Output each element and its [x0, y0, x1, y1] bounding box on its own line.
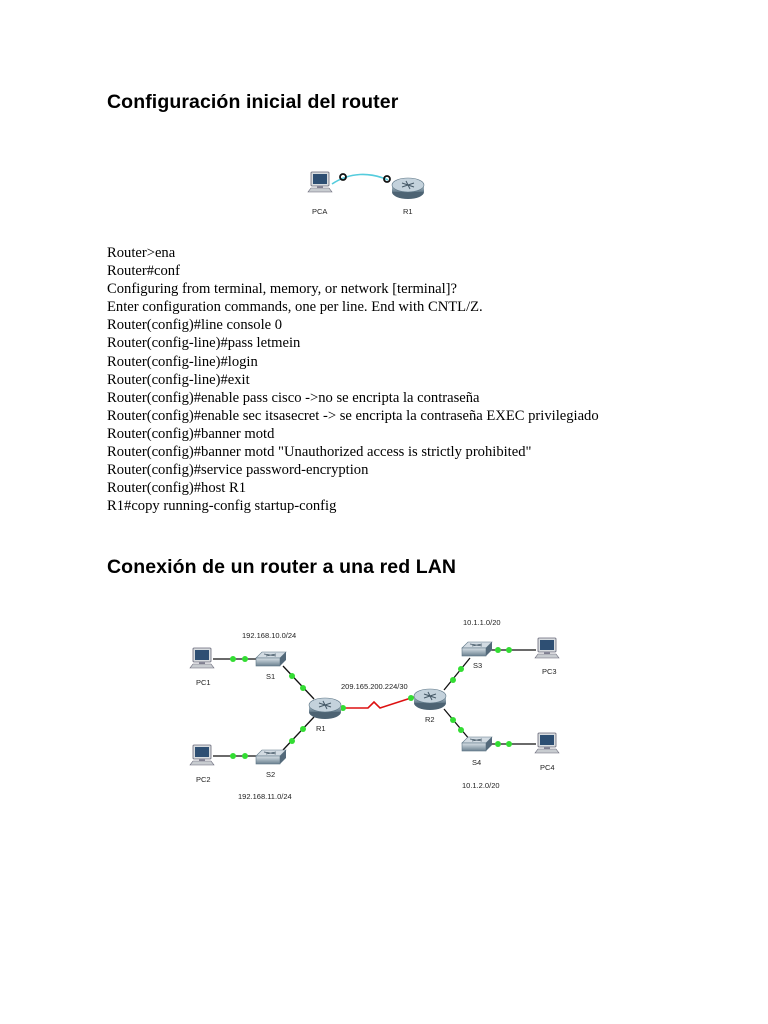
switch-icon-s3: [461, 641, 493, 657]
command-line: Configuring from terminal, memory, or ne…: [107, 281, 458, 298]
pc-icon-pc4: [534, 732, 560, 754]
command-line: Router(config)#service password-encrypti…: [107, 462, 369, 479]
label-s3: S3: [473, 661, 482, 670]
router-icon-r1: [308, 697, 342, 720]
pc-icon-pc1: [189, 647, 215, 669]
switch-icon-s4: [461, 736, 493, 752]
switch-icon-s2: [255, 749, 287, 765]
label-s2: S2: [266, 770, 275, 779]
command-line: Router(config-line)#login: [107, 353, 258, 370]
wan-link: [340, 696, 415, 709]
label-r1: R1: [403, 207, 413, 216]
command-line: Router>ena: [107, 245, 176, 261]
command-listing: Router>ena Router#conf Configuring from …: [107, 244, 599, 515]
command-line: Router(config-line)#pass letmein: [107, 335, 301, 352]
section-title-initial-config: Configuración inicial del router: [107, 91, 399, 113]
router-icon-r2: [413, 688, 447, 711]
link-endpoint-dot: [339, 173, 347, 181]
label-net-s1: 192.168.10.0/24: [242, 631, 296, 640]
command-line: Router#conf: [107, 263, 180, 280]
label-pc3: PC3: [542, 667, 557, 676]
command-line: Router(config)#enable pass cisco ->no se…: [107, 389, 480, 406]
label-pc1: PC1: [196, 678, 211, 687]
section-title-lan-connection: Conexión de un router a una red LAN: [107, 556, 457, 578]
pc-icon-pc2: [189, 744, 215, 766]
command-line: Router(config)#enable sec itsasecret -> …: [107, 407, 599, 424]
label-r2: R2: [425, 715, 435, 724]
command-line: R1#copy running-config startup-config: [107, 498, 337, 515]
command-line: Router(config)#banner motd: [107, 425, 275, 442]
switch-icon-s1: [255, 651, 287, 667]
label-pca: PCA: [312, 207, 327, 216]
label-net-s3: 10.1.1.0/20: [463, 618, 501, 627]
label-net-s4: 10.1.2.0/20: [462, 781, 500, 790]
command-line: Router(config)#banner motd "Unauthorized…: [107, 444, 532, 461]
label-s4: S4: [472, 758, 481, 767]
label-net-wan: 209.165.200.224/30: [341, 682, 408, 691]
label-net-s2: 192.168.11.0/24: [238, 792, 292, 801]
pc-icon-pc3: [534, 637, 560, 659]
command-line: Router(config-line)#exit: [107, 371, 250, 388]
label-s1: S1: [266, 672, 275, 681]
router-icon-r1: [391, 177, 425, 200]
link-status-dots: [230, 647, 512, 759]
command-line: Router(config)#line console 0: [107, 317, 283, 334]
command-line: Enter configuration commands, one per li…: [107, 299, 483, 316]
pc-icon-pca: [307, 171, 333, 193]
label-pc4: PC4: [540, 763, 555, 772]
label-pc2: PC2: [196, 775, 211, 784]
diagram-lan-topology: PC1 PC2 PC3 PC4 S1 S2 S3 S4 R1 R2 192.16…: [189, 618, 560, 801]
command-line: Router(config)#host R1: [107, 480, 247, 497]
link-endpoint-dot: [383, 175, 391, 183]
label-r1: R1: [316, 724, 326, 733]
